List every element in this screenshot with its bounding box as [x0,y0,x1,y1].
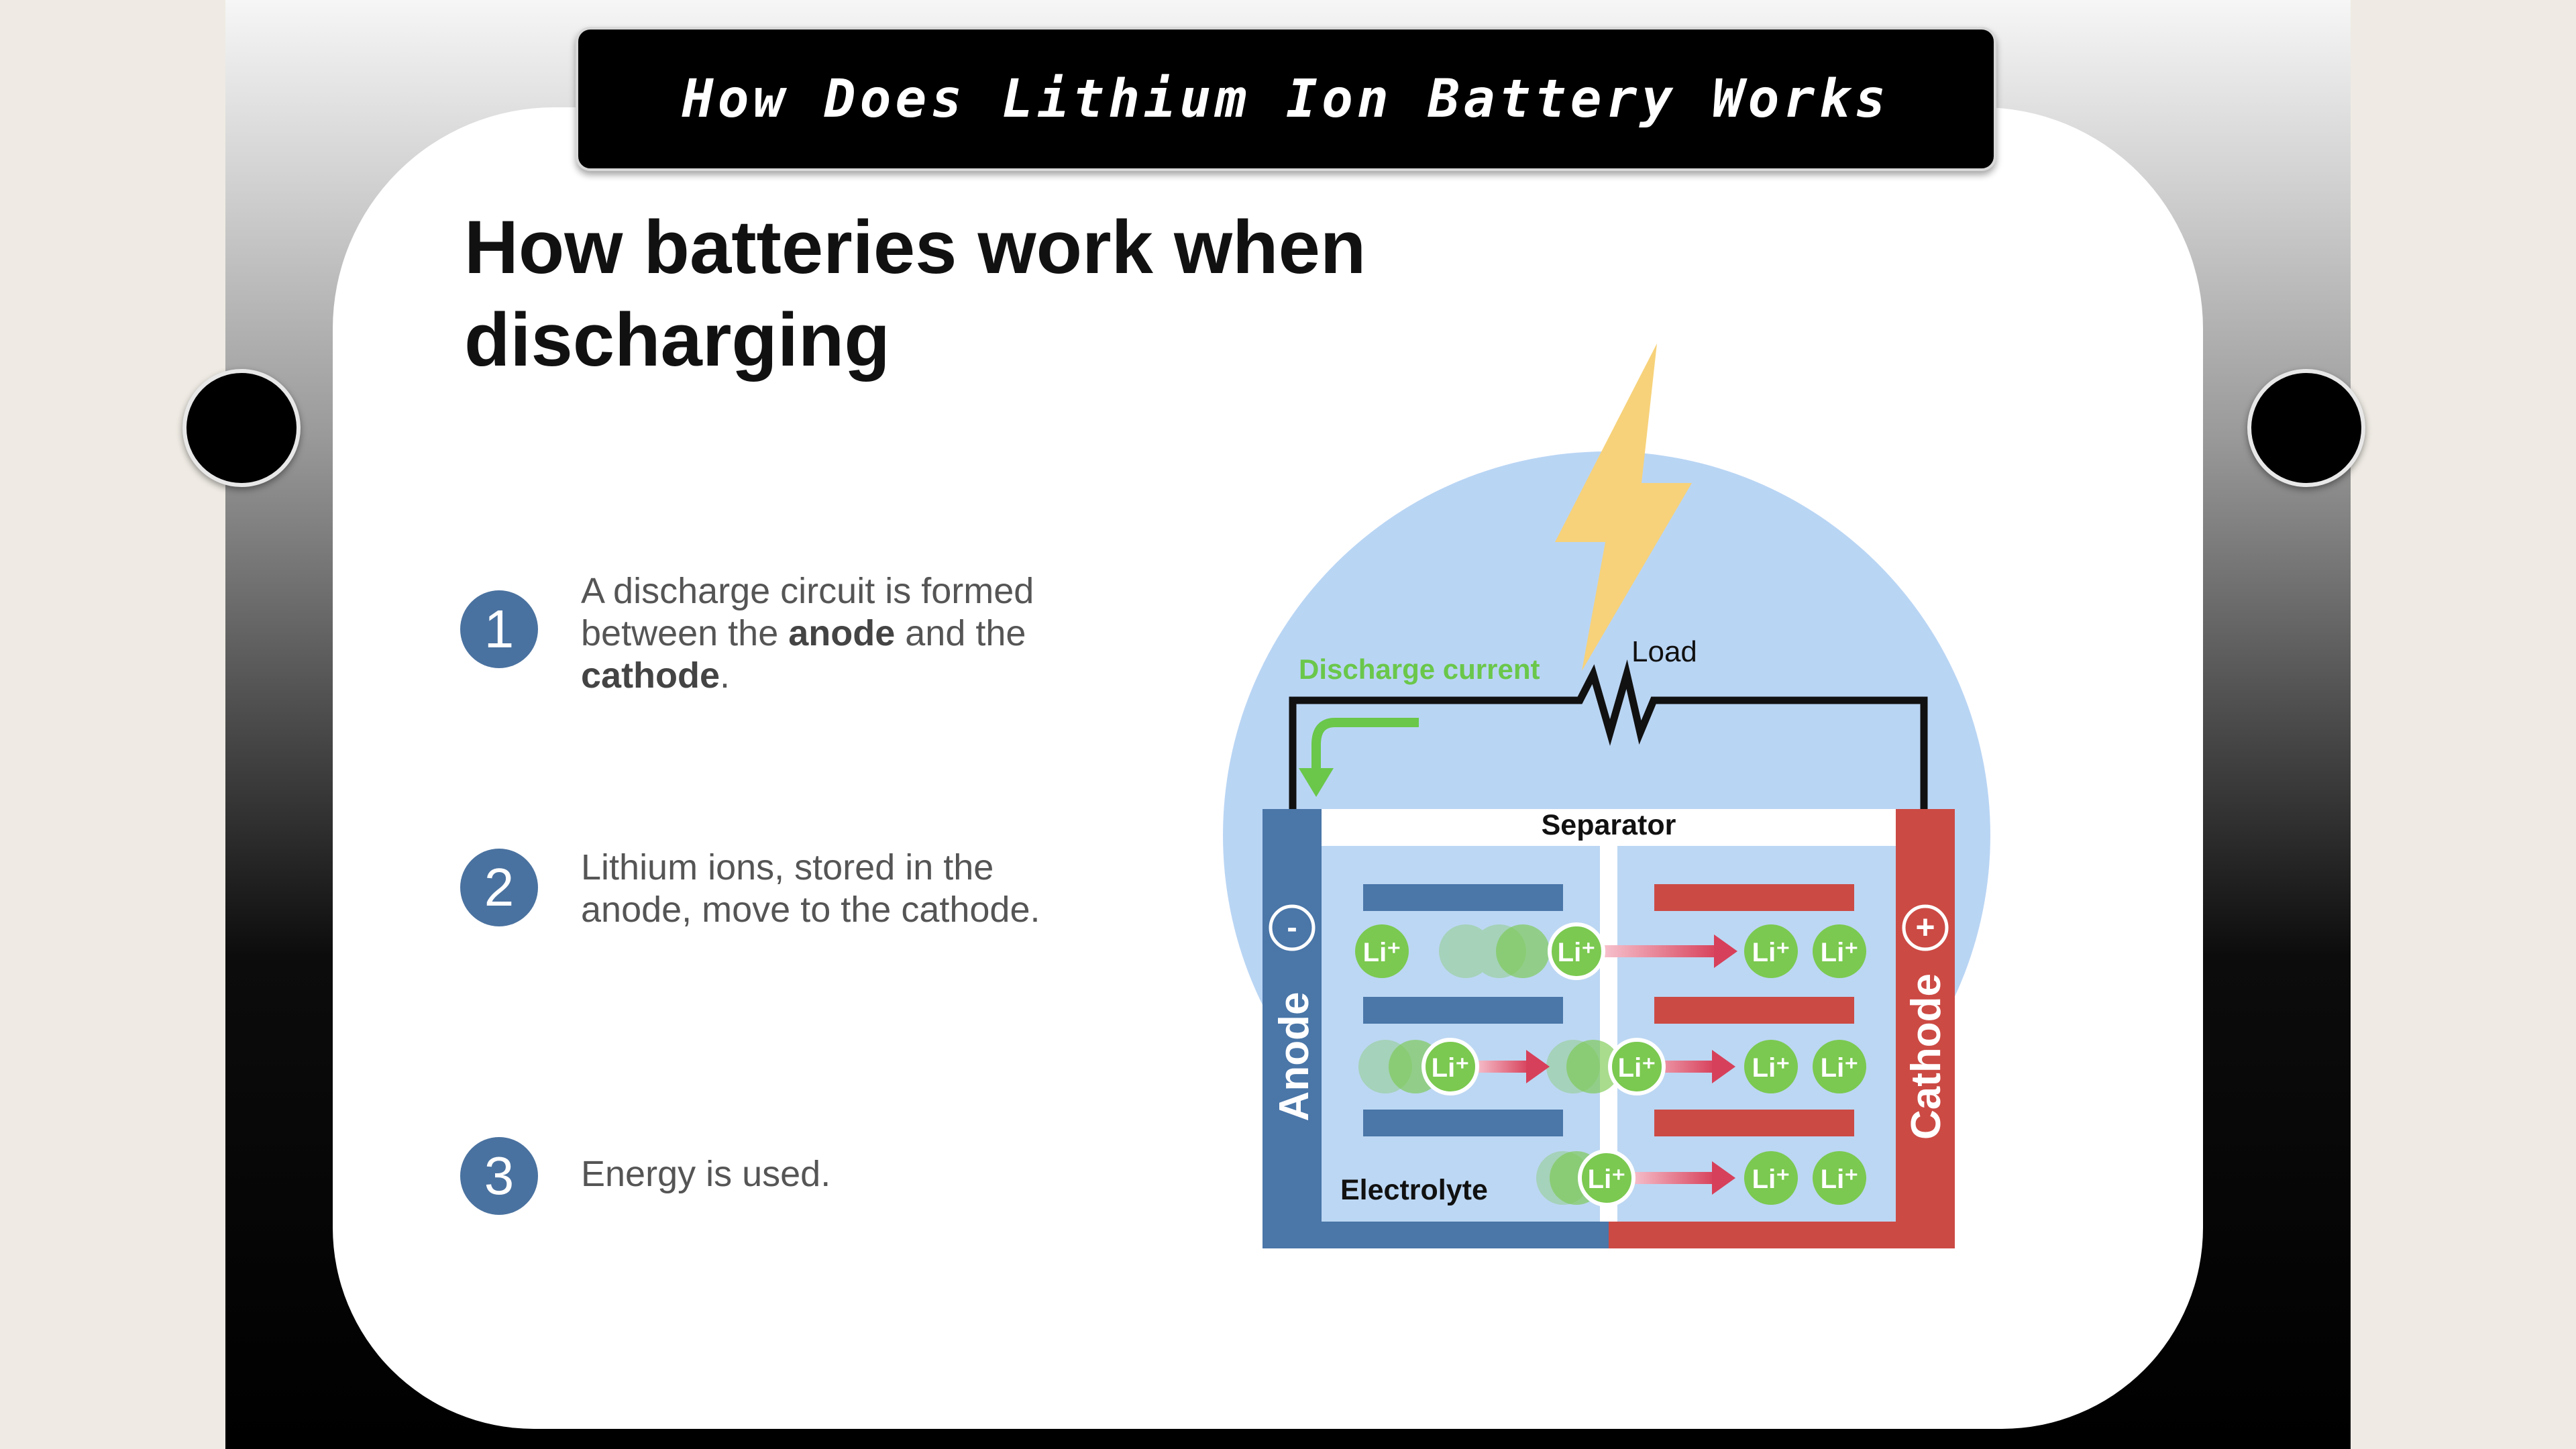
step-3-line-1: Energy is used. [581,1154,831,1194]
heading-line-2: discharging [464,298,890,382]
step-1-text-d: . [720,655,731,696]
lithium-ion-label: Li⁺ [1821,938,1859,967]
step-number-badge: 3 [460,1137,538,1215]
minus-terminal-icon [1269,904,1316,951]
lithium-ions: Li⁺ Li⁺ Li⁺ Li⁺ Li⁺ Li⁺ Li⁺ Li⁺ Li⁺ Li⁺ Li⁺ [1355,922,1866,1207]
right-knob [2247,369,2365,487]
lithium-ion-label: Li⁺ [1752,1165,1790,1194]
lithium-ion: Li⁺ [1813,924,1866,978]
anode-base [1263,1222,1609,1248]
separator-label: Separator [1542,809,1676,841]
lithium-ion-label: Li⁺ [1588,1165,1626,1194]
step-text: Lithium ions, stored in the anode, move … [581,847,1091,931]
lithium-ion: Li⁺ [1421,1038,1479,1095]
cathode-label: Cathode [1903,973,1949,1140]
heading-line-1: How batteries work when [464,205,1366,289]
cathode-plate [1896,809,1955,1248]
cathode-base [1609,1222,1955,1248]
discharge-current-label: Discharge current [1299,653,1540,685]
lightning-icon [1555,343,1692,671]
title-bar: How Does Lithium Ion Battery Works [576,27,1996,171]
title-text: How Does Lithium Ion Battery Works [682,68,1890,129]
separator-band [1322,809,1896,846]
step-2-line-2: anode, move to the cathode. [581,890,1040,930]
lithium-ion: Li⁺ [1744,1040,1798,1093]
step-text: A discharge circuit is formed between th… [581,570,1091,697]
anode-plate [1263,809,1322,1248]
lithium-ion-label: Li⁺ [1752,1053,1790,1083]
lithium-ion-label: Li⁺ [1432,1053,1470,1083]
lithium-ion-label: Li⁺ [1821,1053,1859,1083]
lithium-ion: Li⁺ [1548,922,1605,980]
step-1-text-b: between the [581,613,789,653]
lithium-ion-label: Li⁺ [1558,938,1596,967]
left-knob [182,369,301,487]
plus-terminal-icon [1902,904,1949,951]
step-2-line-1: Lithium ions, stored in the [581,847,994,888]
lithium-ion-label: Li⁺ [1618,1053,1656,1083]
step-1-text-c: and the [895,613,1026,653]
load-label: Load [1631,635,1697,668]
lithium-ion: Li⁺ [1608,1038,1666,1095]
slide-heading: How batteries work when discharging [464,201,1470,386]
cathode-strips [1654,884,1854,1136]
lithium-ion: Li⁺ [1744,1151,1798,1205]
lithium-ion: Li⁺ [1355,924,1409,978]
step-text: Energy is used. [581,1153,1091,1195]
lithium-ion-label: Li⁺ [1821,1165,1859,1194]
discharge-current-arrowhead [1299,768,1334,797]
discharge-current-arrow [1311,718,1419,773]
circuit-wire [1289,659,1928,809]
lithium-ion: Li⁺ [1813,1040,1866,1093]
lithium-ion-label: Li⁺ [1752,938,1790,967]
minus-sign: - [1287,910,1297,945]
step-number-badge: 2 [460,849,538,926]
plus-sign: + [1915,908,1935,946]
lithium-ion: Li⁺ [1813,1151,1866,1205]
step-1-text-a: A discharge circuit is formed [581,571,1034,611]
step-1-bold-cathode: cathode [581,655,720,696]
lithium-ion: Li⁺ [1578,1149,1635,1207]
electrolyte-label: Electrolyte [1340,1174,1488,1206]
anode-label: Anode [1271,992,1318,1122]
lithium-ion-label: Li⁺ [1363,938,1401,967]
step-1-bold-anode: anode [788,613,896,653]
anode-strips [1363,884,1563,1136]
step-number-badge: 1 [460,590,538,668]
lithium-ion: Li⁺ [1744,924,1798,978]
